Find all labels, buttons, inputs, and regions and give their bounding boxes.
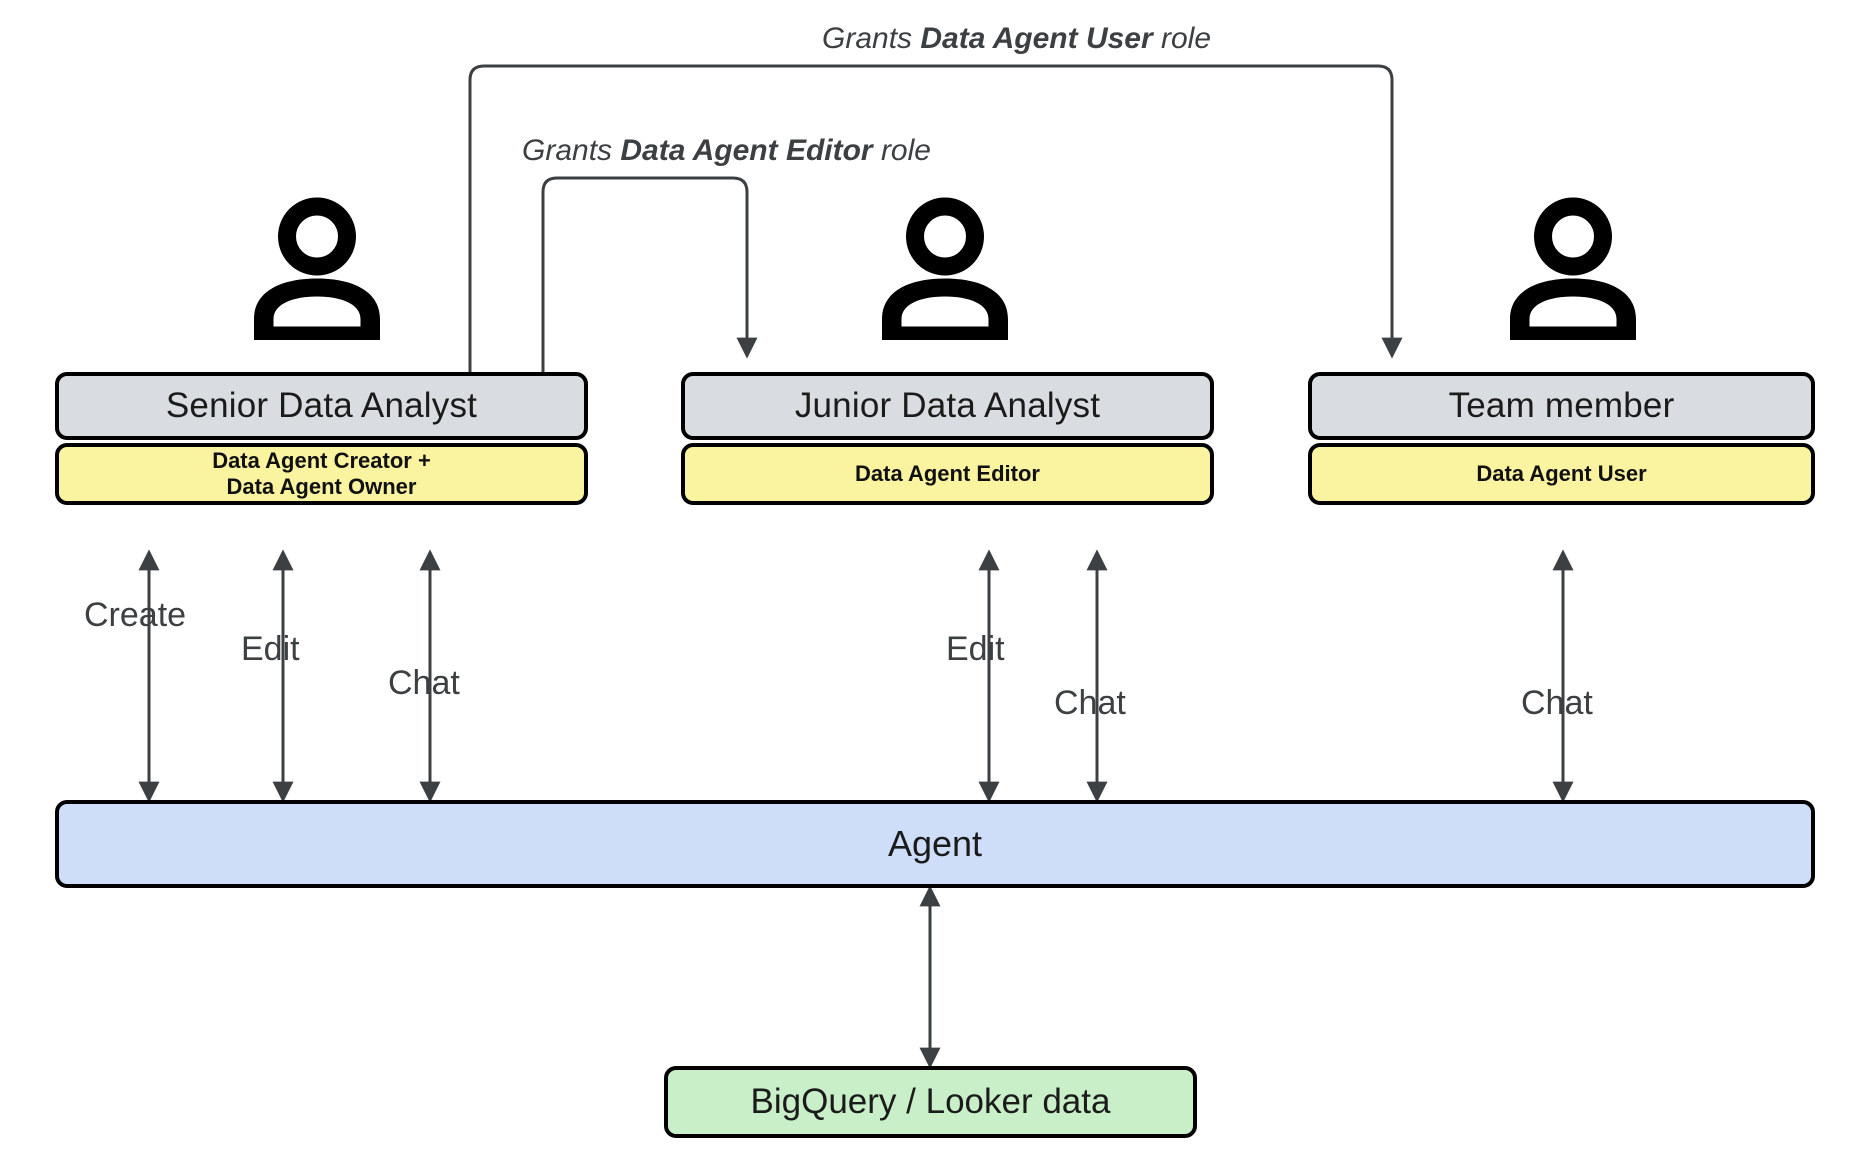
persona-roles-team-member[interactable]: Data Agent User <box>1308 443 1815 505</box>
avatar-senior-data-analyst <box>242 196 392 346</box>
role-line-1: Data Agent Creator + <box>212 448 431 474</box>
persona-roles-junior-data-analyst[interactable]: Data Agent Editor <box>681 443 1214 505</box>
agent-node[interactable]: Agent <box>55 800 1815 888</box>
person-icon <box>882 197 1008 340</box>
person-icon <box>1510 197 1636 340</box>
persona-title-team-member[interactable]: Team member <box>1308 372 1815 440</box>
persona-group-senior-data-analyst: Senior Data Analyst Data Agent Creator +… <box>55 372 588 505</box>
edge-label-junior-edit: Edit <box>946 630 1005 668</box>
persona-title-junior-data-analyst[interactable]: Junior Data Analyst <box>681 372 1214 440</box>
edge-label-senior-edit: Edit <box>241 630 300 668</box>
role-line-2: Data Agent Owner <box>226 474 417 499</box>
persona-group-team-member: Team member Data Agent User <box>1308 372 1815 505</box>
edge-label-senior-chat: Chat <box>388 664 460 702</box>
grant-editor-role: Data Agent Editor <box>620 134 873 167</box>
edge-label-senior-create: Create <box>84 596 187 634</box>
grant-label-data-agent-editor: Grants Data Agent Editor role <box>522 134 931 168</box>
grant-editor-prefix: Grants <box>522 134 621 167</box>
edge-label-team-chat: Chat <box>1521 684 1593 722</box>
grant-editor-suffix: role <box>872 134 931 167</box>
grant-user-prefix: Grants <box>822 22 921 55</box>
grant-label-data-agent-user: Grants Data Agent User role <box>822 22 1211 56</box>
avatar-junior-data-analyst <box>870 196 1020 346</box>
persona-roles-senior-data-analyst[interactable]: Data Agent Creator + Data Agent Owner <box>55 443 588 505</box>
grant-user-suffix: role <box>1152 22 1212 55</box>
grant-user-role: Data Agent User <box>920 22 1153 55</box>
connector-grant-editor <box>541 176 758 372</box>
data-source-node[interactable]: BigQuery / Looker data <box>664 1066 1197 1138</box>
persona-title-senior-data-analyst[interactable]: Senior Data Analyst <box>55 372 588 440</box>
person-icon <box>254 197 380 340</box>
avatar-team-member <box>1498 196 1648 346</box>
edge-label-junior-chat: Chat <box>1054 684 1126 722</box>
persona-group-junior-data-analyst: Junior Data Analyst Data Agent Editor <box>681 372 1214 505</box>
